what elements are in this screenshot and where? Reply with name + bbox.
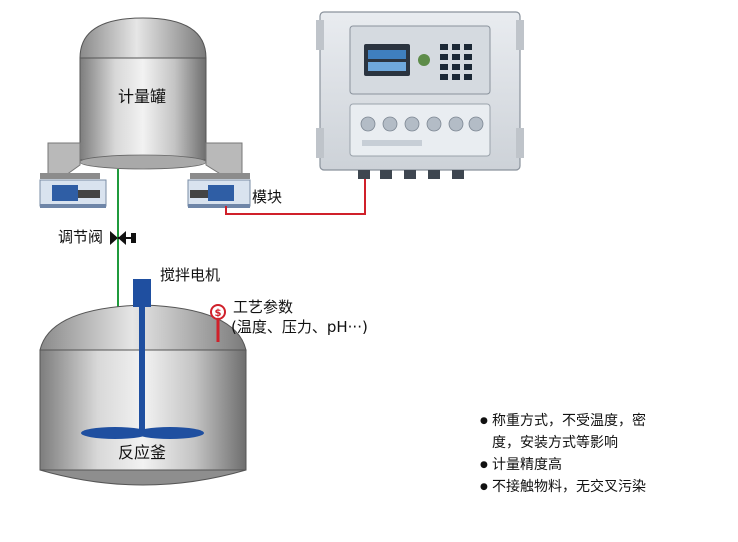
label-agitator-motor: 搅拌电机 [160,266,221,284]
agitator-blade-left [81,427,149,439]
agitator-shaft [139,306,145,434]
feature-item: 不接触物料，无交叉污染 [480,476,710,498]
label-control-valve: 调节阀 [58,228,104,246]
label-process-params-title: 工艺参数 [233,298,294,316]
terminal-indicators [360,116,484,132]
support-frame [40,142,250,179]
terminal-display [364,44,410,76]
feature-item: 计量精度高 [480,454,710,476]
metering-tank [79,17,207,170]
label-process-params-detail: (温度、压力、pH···) [231,318,368,336]
weighing-module-left [39,179,107,208]
process-sensor-icon: $ [210,304,226,342]
signal-wire [225,178,366,215]
weighing-terminal [316,11,524,179]
agitator-blade-right [136,427,204,439]
label-reactor: 反应釜 [118,443,167,462]
terminal-keypad [440,44,472,80]
terminal-cable-glands [358,170,464,179]
feature-item-continued: 度，安装方式等影响 [492,435,618,451]
label-module: 模块 [252,188,283,206]
feature-list: 称重方式，不受温度，密 度，安装方式等影响 计量精度高 不接触物料，无交叉污染 [480,410,710,498]
agitator-motor [133,279,151,307]
control-valve-icon [110,231,136,245]
svg-text:$: $ [215,308,222,319]
agitator [81,279,204,439]
feature-item: 称重方式，不受温度，密 [480,410,710,432]
label-metering-tank: 计量罐 [118,87,167,106]
terminal-nav-key [418,54,430,66]
weighing-module-right [187,179,251,208]
